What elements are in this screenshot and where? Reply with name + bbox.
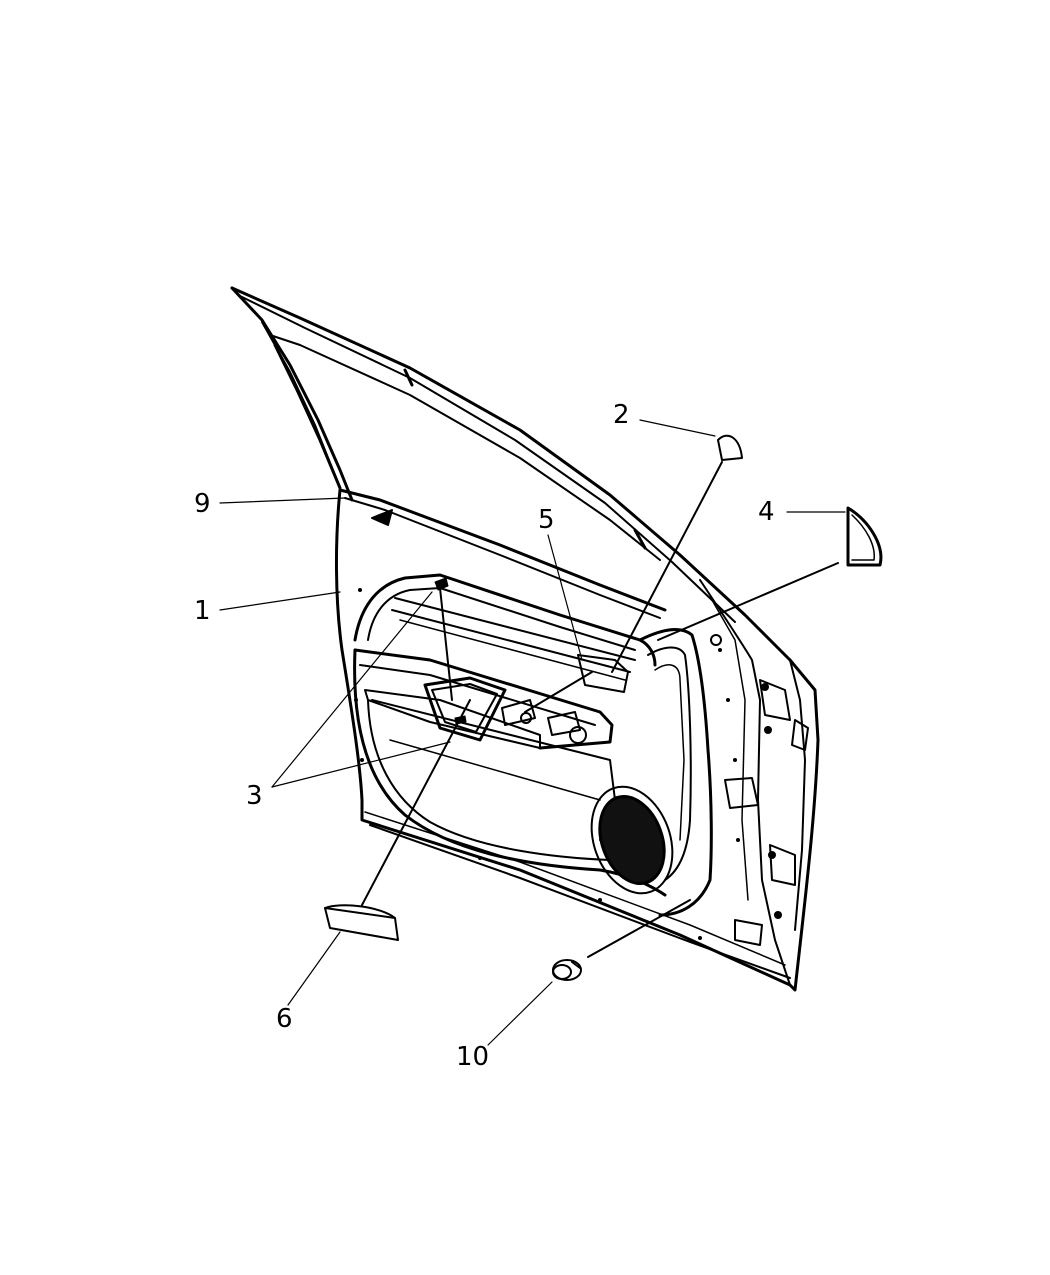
callout-3: 3: [246, 781, 263, 811]
part-10-fastener: [552, 959, 582, 981]
callout-6: 6: [276, 1004, 293, 1034]
part-2-cap: [717, 434, 743, 461]
callout-2: 2: [613, 400, 630, 430]
part-4-sail-cover: [846, 506, 883, 567]
door-shell: [230, 286, 820, 992]
leader-lines: [219, 419, 846, 1046]
callout-5: 5: [538, 505, 555, 535]
part-6-insert: [324, 904, 399, 941]
trim-panel: [353, 509, 740, 940]
callout-10: 10: [456, 1042, 490, 1072]
pointer-lines: [361, 461, 839, 958]
callout-1: 1: [194, 596, 211, 626]
callout-4: 4: [758, 497, 775, 527]
callout-9: 9: [194, 489, 211, 519]
